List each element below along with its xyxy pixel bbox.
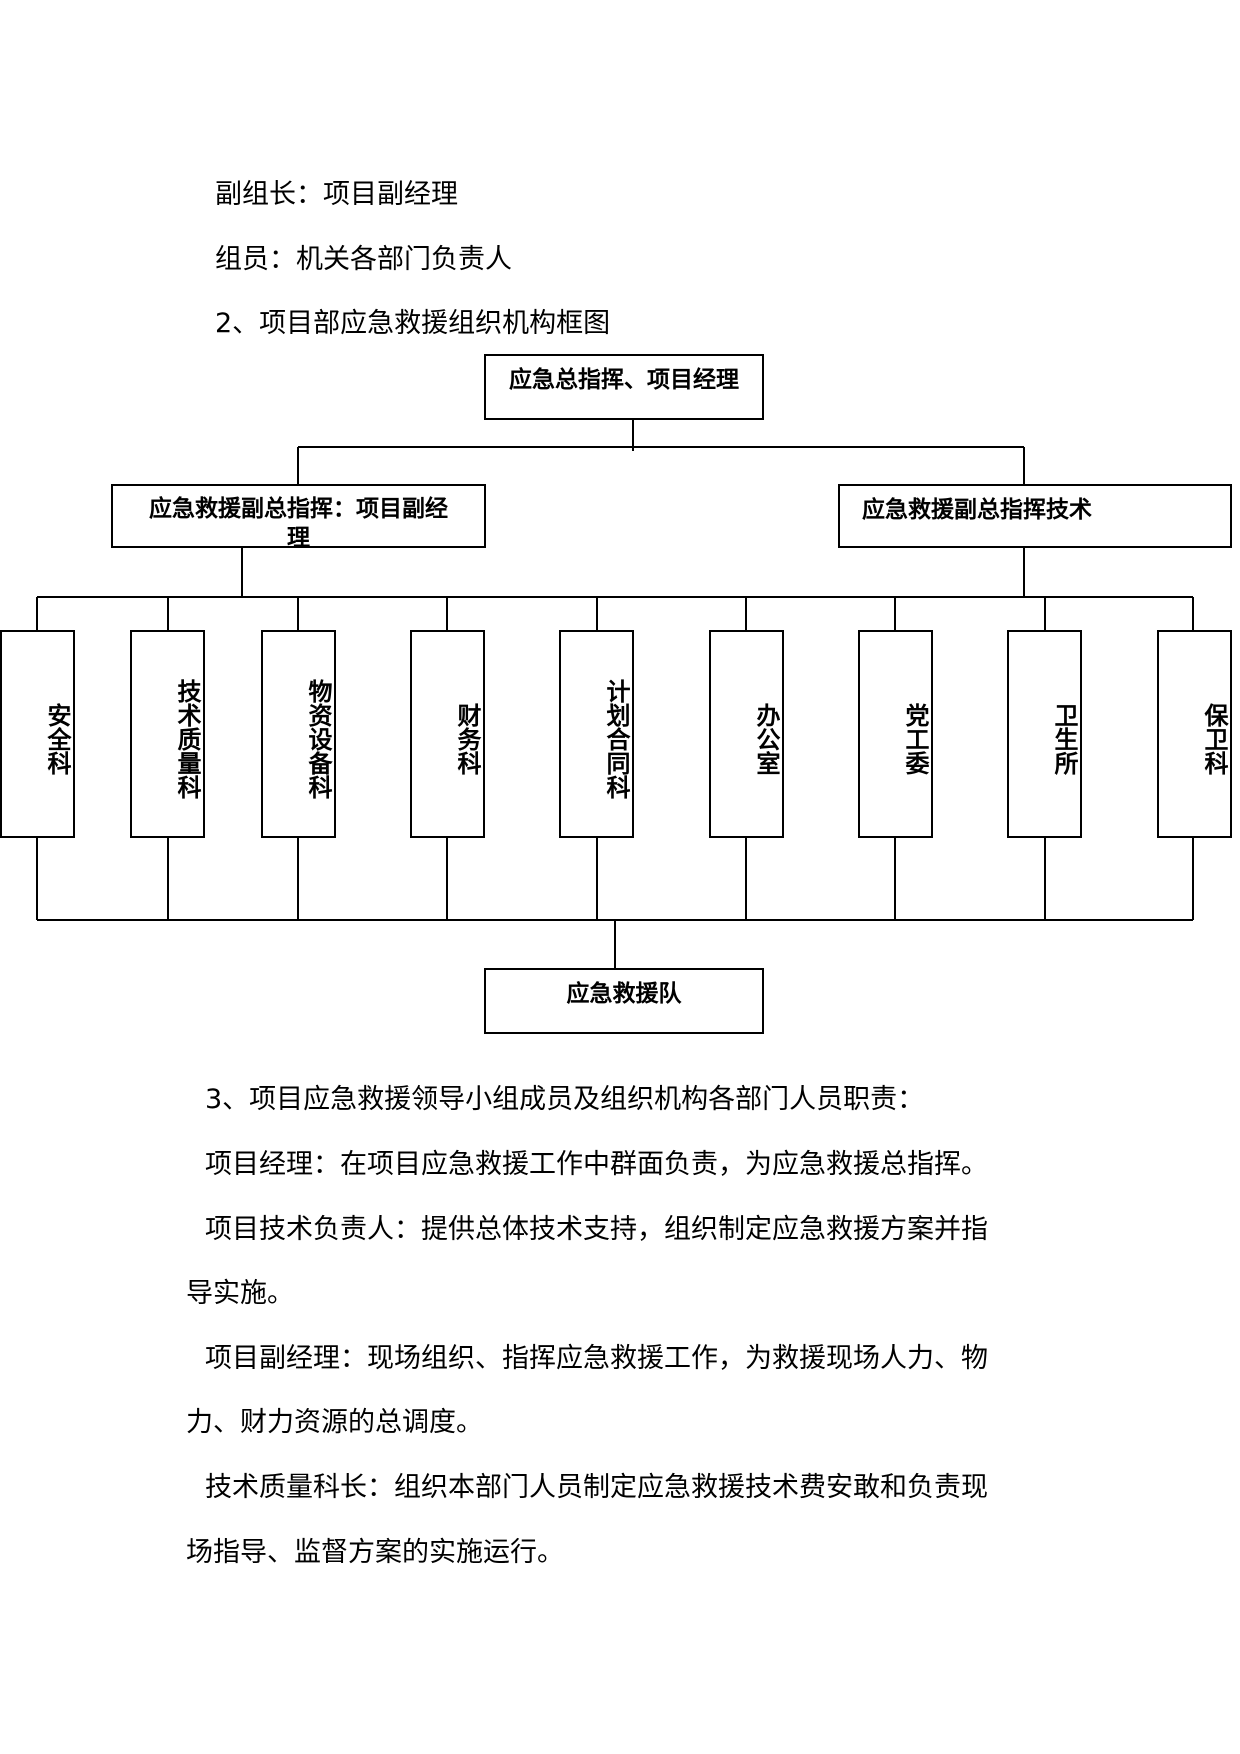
dept-box-security: 保卫科: [1157, 630, 1232, 838]
rescue-squad-label: 应急救援队: [566, 981, 682, 1007]
dept-box-tech-quality: 技术质量科: [130, 630, 205, 838]
dept-label: 党工委: [901, 703, 929, 775]
dept-label: 计划合同科: [602, 679, 630, 799]
deputy-left-label-line1: 应急救援副总指挥：项目副经: [149, 496, 448, 522]
duty-deputy-manager-line2: 力、财力资源的总调度。: [186, 1407, 483, 1438]
deputy-leader-line: 副组长：项目副经理: [215, 179, 458, 210]
duty-tech-lead-line2: 导实施。: [186, 1278, 294, 1309]
dept-label: 卫生所: [1050, 703, 1078, 775]
section3-title: 3、项目应急救援领导小组成员及组织机构各部门人员职责：: [205, 1084, 925, 1115]
commander-label: 应急总指挥、项目经理: [509, 367, 739, 393]
dept-label: 保卫科: [1200, 703, 1228, 775]
duty-tech-lead-line1: 项目技术负责人：提供总体技术支持，组织制定应急救援方案并指: [205, 1214, 988, 1245]
dept-box-safety: 安全科: [0, 630, 75, 838]
duty-tech-quality-chief-line1: 技术质量科长：组织本部门人员制定应急救援技术费安敢和负责现: [205, 1472, 988, 1503]
dept-box-office: 办公室: [709, 630, 784, 838]
deputy-left-box: 应急救援副总指挥：项目副经 理: [111, 484, 486, 551]
rescue-squad-box: 应急救援队: [484, 968, 764, 1034]
dept-label: 财务科: [453, 703, 481, 775]
dept-box-party: 党工委: [858, 630, 933, 838]
deputy-right-label: 应急救援副总指挥技术: [862, 497, 1092, 523]
deputy-left-label-line2: 理: [287, 525, 310, 551]
dept-label: 技术质量科: [173, 679, 201, 799]
deputy-right-box: 应急救援副总指挥技术: [838, 484, 1232, 548]
dept-box-clinic: 卫生所: [1007, 630, 1082, 838]
duty-deputy-manager-line1: 项目副经理：现场组织、指挥应急救援工作，为救援现场人力、物: [205, 1343, 988, 1374]
duty-tech-quality-chief-line2: 场指导、监督方案的实施运行。: [186, 1537, 564, 1568]
section2-title: 2、项目部应急救援组织机构框图: [215, 308, 611, 339]
duty-project-manager: 项目经理：在项目应急救援工作中群面负责，为应急救援总指挥。: [205, 1149, 988, 1180]
dept-box-finance: 财务科: [410, 630, 485, 838]
members-line: 组员：机关各部门负责人: [215, 244, 512, 275]
dept-box-planning: 计划合同科: [559, 630, 634, 838]
dept-label: 安全科: [43, 703, 71, 775]
dept-label: 物资设备科: [304, 679, 332, 799]
dept-box-materials: 物资设备科: [261, 630, 336, 838]
dept-label: 办公室: [752, 703, 780, 775]
commander-box: 应急总指挥、项目经理: [484, 354, 764, 420]
